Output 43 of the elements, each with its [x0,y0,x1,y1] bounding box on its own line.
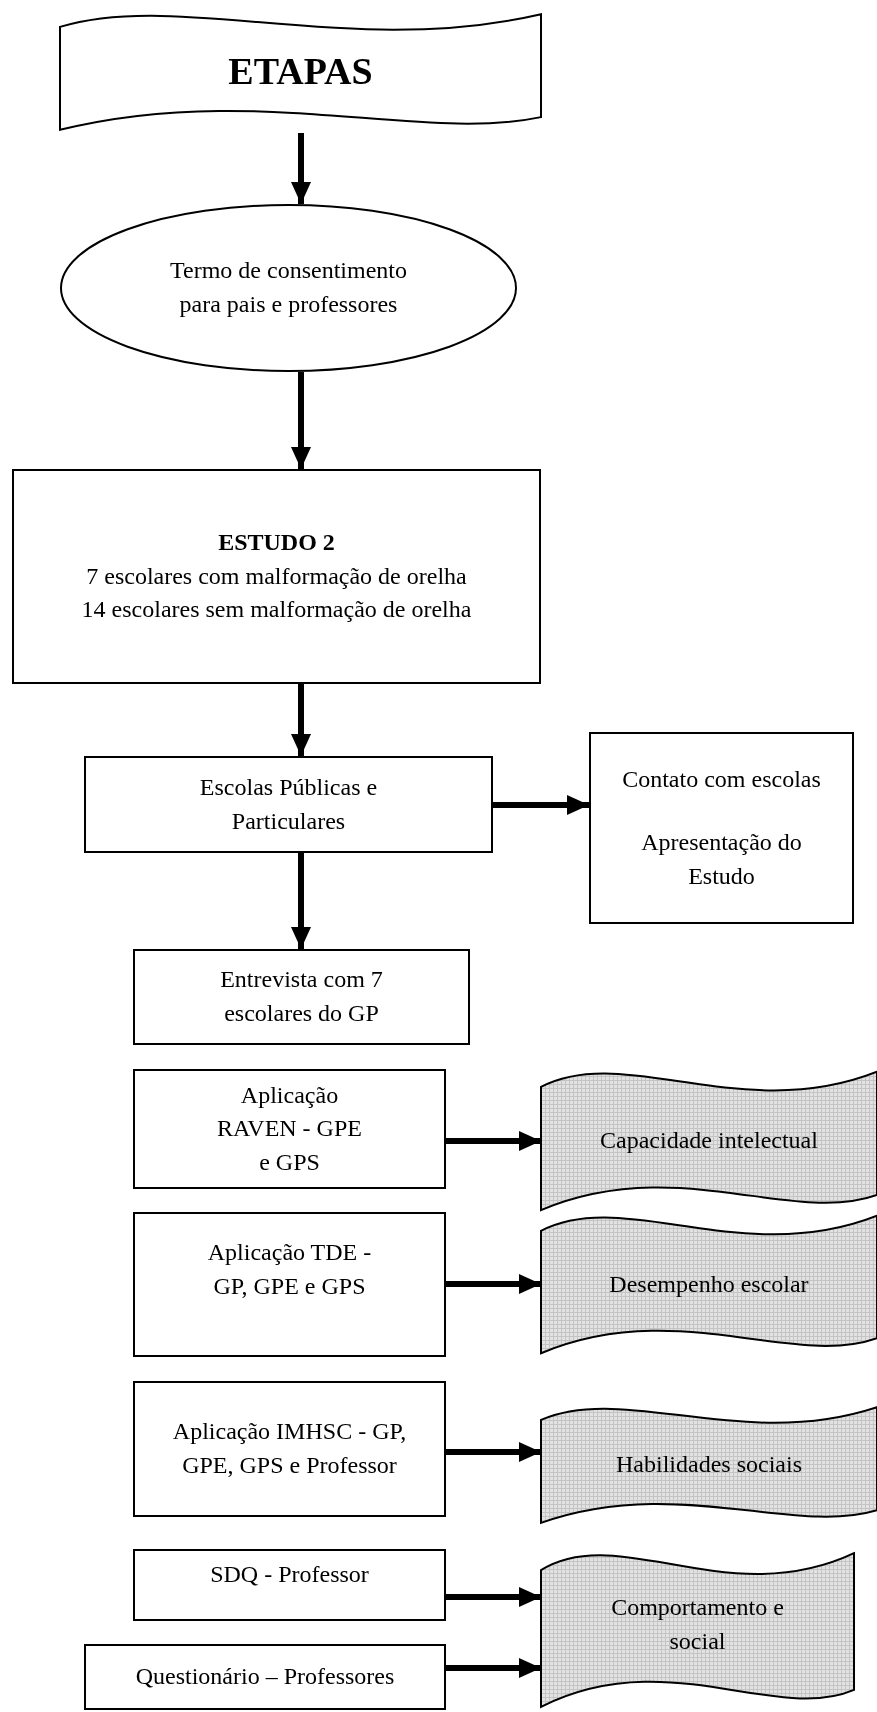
node-label: Desempenho escolar [609,1269,809,1299]
wave-shape [541,1212,877,1357]
node-label: Aplicação IMHSC - GP, GPE, GPS e Professor [171,1417,408,1480]
arrow [291,853,311,949]
arrow [291,372,311,469]
node-label: Aplicação TDE - GP, GPE e GPS [206,1237,373,1301]
node-label: SDQ - Professor [210,1560,369,1590]
process-box [589,732,854,924]
arrow [446,1442,541,1462]
banner-shape [60,11,541,133]
wave-shape [541,1404,877,1526]
node-label: Escolas Públicas e Particulares [198,772,379,836]
node-label: Contato com escolas [622,764,821,794]
node-label: Comportamento e social [610,1593,785,1656]
wave-shape [541,1068,877,1214]
process-box [133,1069,446,1189]
arrow [446,1131,541,1151]
heading-text: ETAPAS [228,49,373,95]
process-box [84,756,493,853]
arrow [291,133,311,204]
arrow [493,795,589,815]
node-label: Aplicação RAVEN - GPE e GPS [216,1080,363,1177]
process-box [133,949,470,1045]
node-label: Apresentação do Estudo [640,828,803,891]
node-label: Termo de consentimento para pais e professores [169,256,408,319]
arrow [446,1274,541,1294]
node-label: Questionário – Professores [135,1662,395,1692]
process-box [12,469,541,684]
node-label: 7 escolares com malformação de orelha [86,561,467,591]
process-box [133,1381,446,1517]
node-label: Capacidade intelectual [600,1126,818,1156]
ellipse-node [60,204,517,372]
wave-shape [541,1549,854,1711]
node-label: Entrevista com 7 escolares do GP [219,965,384,1028]
process-box [133,1212,446,1357]
heading-text: ESTUDO 2 [218,528,335,558]
arrow [291,684,311,756]
arrow [446,1587,541,1607]
node-label: Habilidades sociais [616,1450,802,1480]
process-box [84,1644,446,1710]
process-box [133,1549,446,1621]
node-label: 14 escolares sem malformação de orelha [81,595,472,625]
arrow [446,1658,541,1678]
